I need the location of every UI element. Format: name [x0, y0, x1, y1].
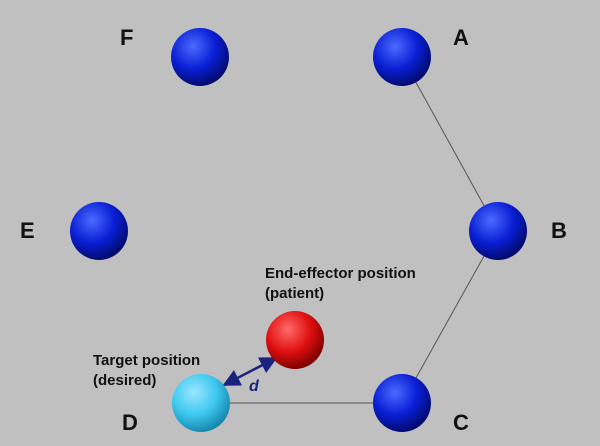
sphere-f [171, 28, 229, 86]
node-label-a: A [453, 25, 469, 50]
sphere-d-target [172, 374, 230, 432]
sphere-a [373, 28, 431, 86]
end-effector-caption-line1: End-effector position [265, 265, 416, 282]
target-caption-line1: Target position [93, 352, 201, 369]
sphere-c [373, 374, 431, 432]
distance-label: d [249, 378, 259, 395]
node-label-d: D [122, 410, 138, 435]
target-caption: Target position (desired) [93, 351, 200, 391]
end-effector-caption: End-effector position (patient) [265, 264, 416, 304]
sphere-e [70, 202, 128, 260]
sphere-b [469, 202, 527, 260]
target-caption-line2: (desired) [93, 372, 157, 389]
connector-a-b [401, 56, 499, 232]
distance-arrow [222, 356, 278, 387]
node-label-e: E [20, 218, 35, 243]
node-label-c: C [453, 410, 469, 435]
node-label-b: B [551, 218, 567, 243]
node-label-f: F [120, 25, 134, 50]
end-effector-caption-line2: (patient) [265, 285, 325, 302]
connector-b-c [401, 230, 499, 404]
sphere-end-effector [266, 311, 324, 369]
